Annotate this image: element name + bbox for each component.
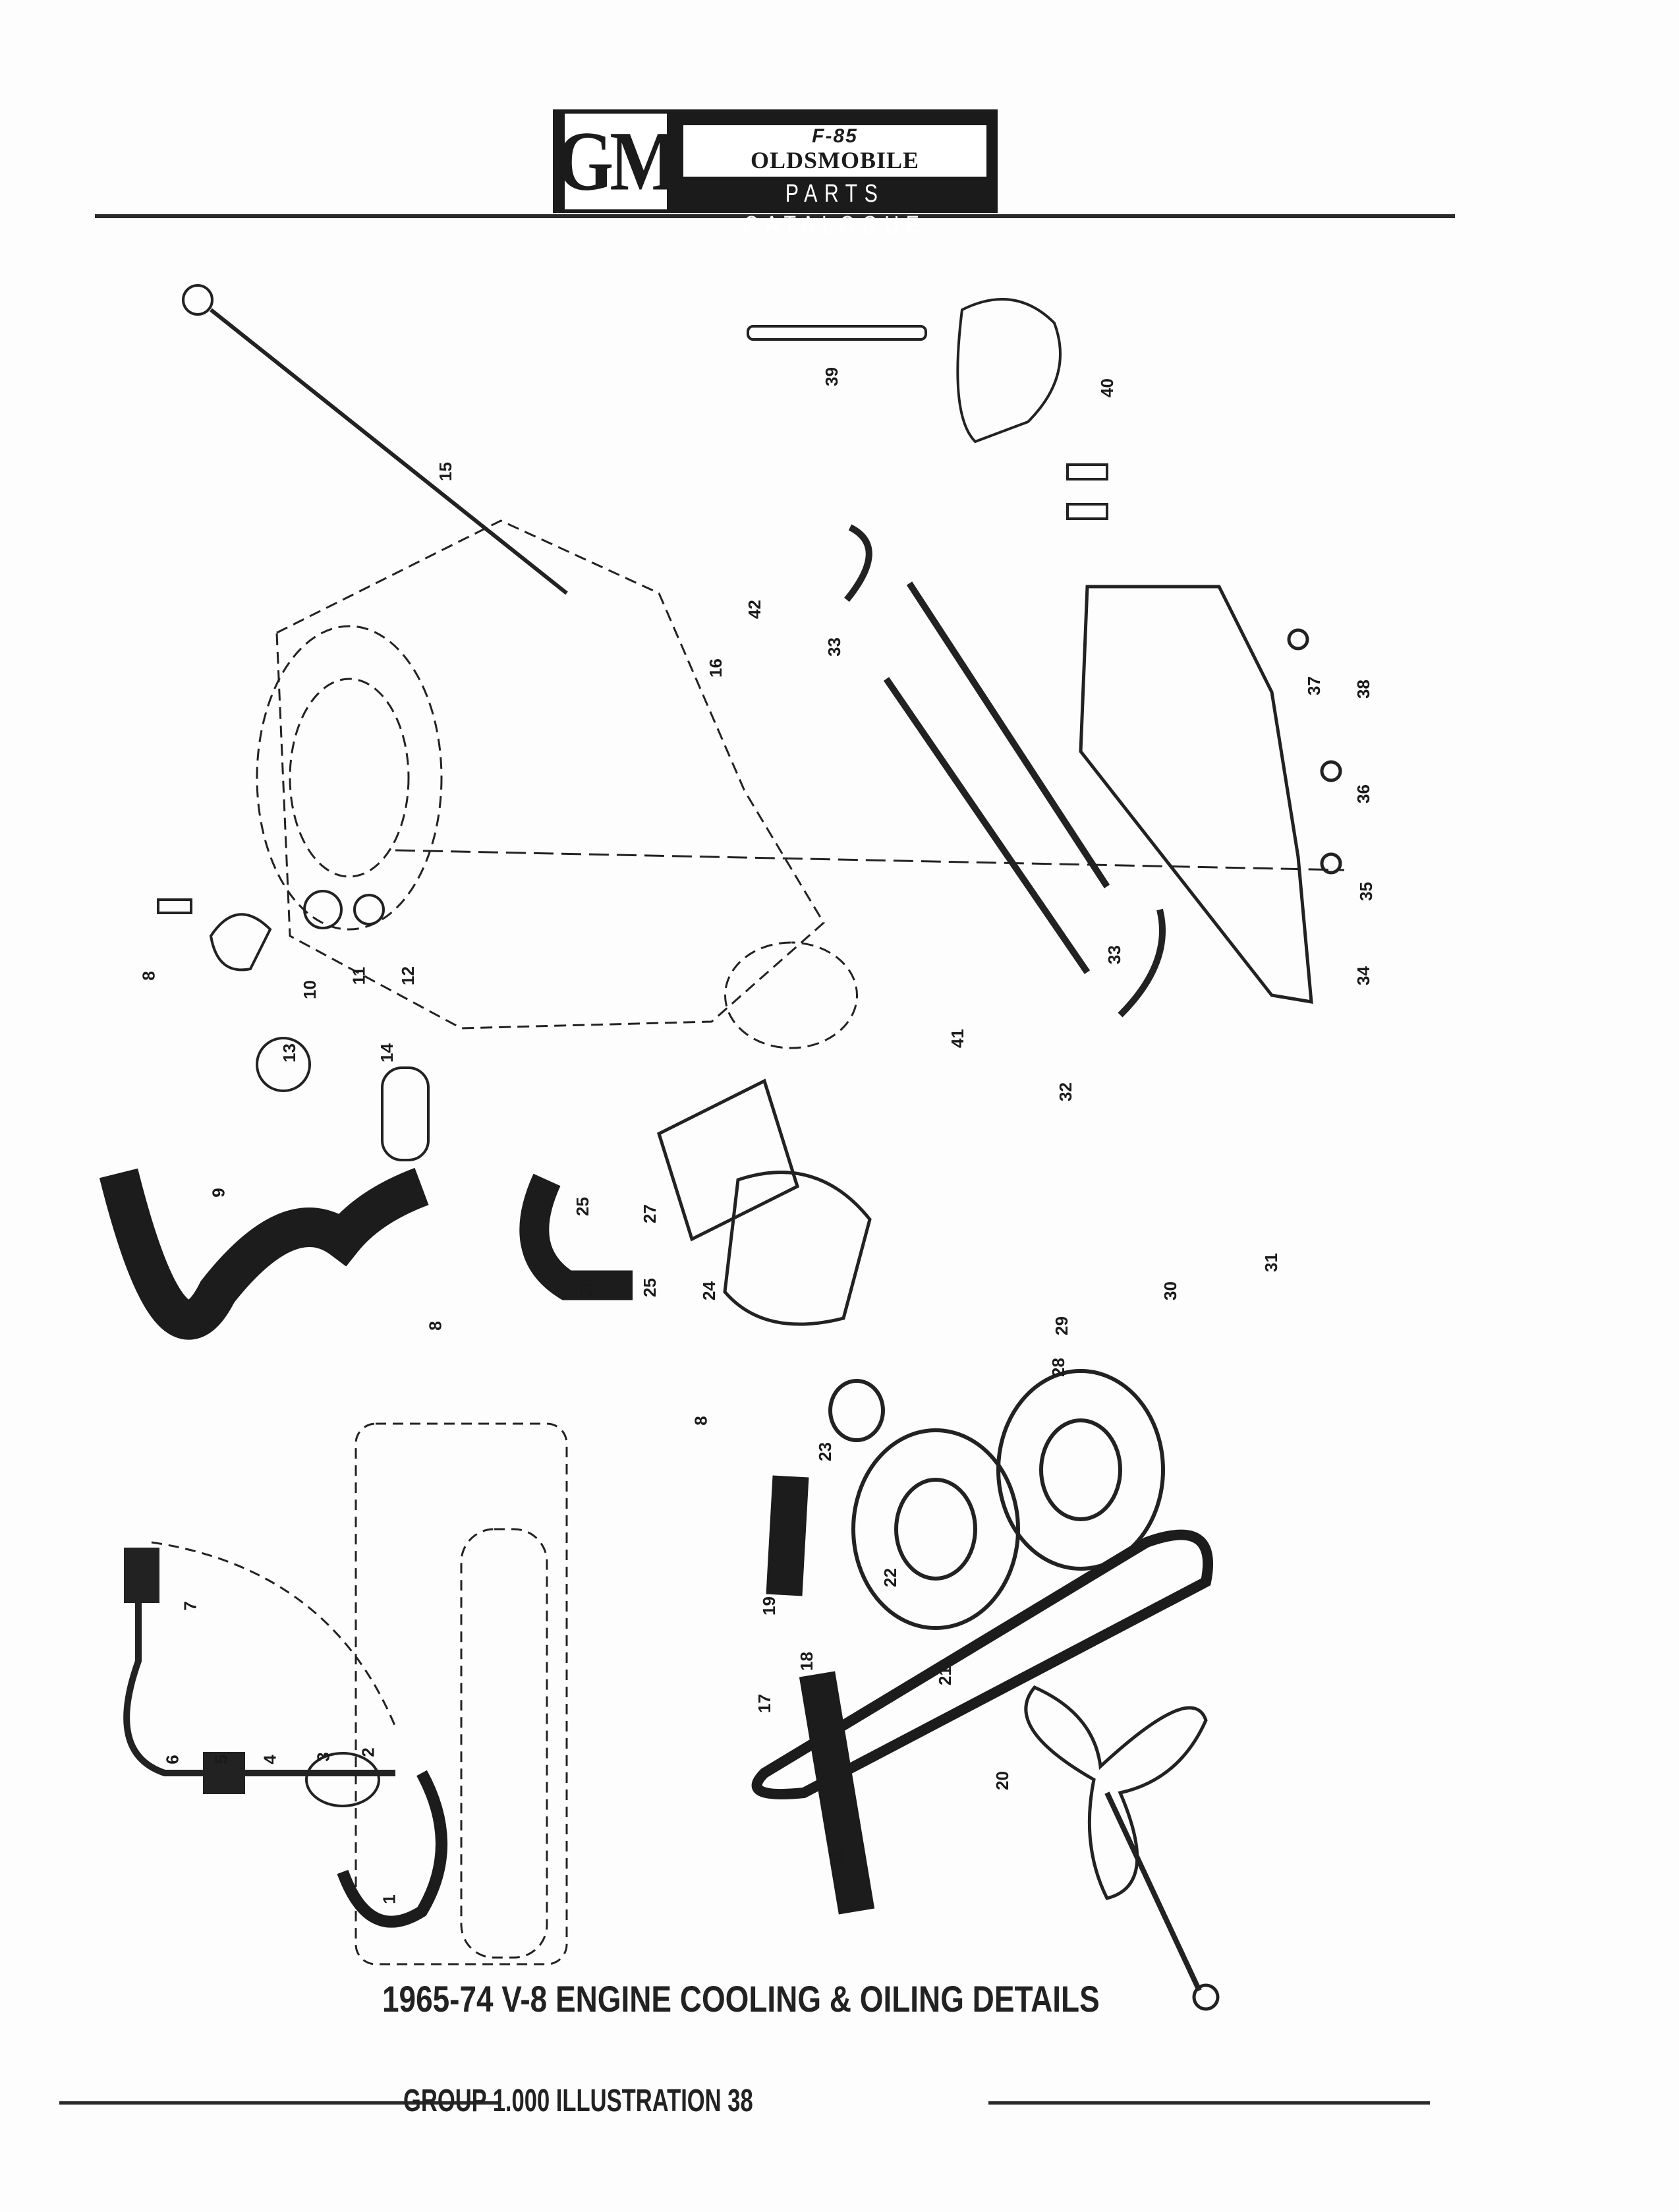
part-callout-number: 42 [744, 600, 764, 619]
part-callout-number: 33 [1104, 945, 1124, 964]
f85-logo: F-85 [812, 125, 858, 147]
catalogue-label: PARTS CATALOGUE [743, 180, 926, 239]
illustration-reference: GROUP 1.000 ILLUSTRATION 38 [403, 2083, 753, 2118]
part-callout-number: 23 [814, 1442, 835, 1461]
part-callout-number: 2 [358, 1747, 378, 1757]
part-callout-number: 34 [1353, 966, 1373, 985]
part-callout-number: 39 [821, 367, 841, 386]
part-callout-number: 36 [1353, 784, 1373, 803]
gm-logo: GM [556, 113, 679, 210]
part-callout-number: 8 [826, 1852, 847, 1862]
part-callout-number: 29 [1051, 1316, 1071, 1335]
part-callout-number: 25 [572, 1197, 592, 1216]
part-callout-number: 4 [260, 1755, 280, 1764]
centerline [395, 849, 1345, 871]
part-callout-number: 25 [639, 1278, 660, 1297]
oil-pan-drawing [1079, 585, 1342, 1004]
footer-rule-left [59, 2101, 501, 2105]
part-callout-number: 24 [698, 1281, 719, 1300]
fan-belt-drawing [751, 1529, 1214, 1799]
part-callout-number: 37 [1303, 676, 1324, 695]
part-callout-number: 30 [1160, 1281, 1180, 1300]
part-callout-number: 22 [880, 1568, 900, 1587]
lower-hose-drawing [766, 1475, 875, 1915]
part-callout-number: 7 [180, 1601, 200, 1611]
part-callout-number: 28 [1048, 1358, 1068, 1377]
fan-drawing [1024, 1685, 1220, 2011]
brand-name: OLDSMOBILE [750, 147, 920, 173]
part-callout-number: 3 [313, 1752, 333, 1762]
part-callout-number: 8 [691, 1416, 711, 1426]
oldsmobile-logo-panel: F-85 OLDSMOBILE [683, 125, 986, 177]
part-callout-number: 38 [1353, 680, 1373, 699]
part-callout-number: 1 [379, 1894, 399, 1904]
part-callout-number: 27 [639, 1204, 660, 1223]
water-pump-drawing [656, 1078, 872, 1326]
part-callout-number: 19 [758, 1596, 779, 1615]
part-callout-number: 10 [299, 980, 320, 999]
part-callout-number: 41 [947, 1029, 967, 1048]
part-callout-number: 26 [575, 1278, 596, 1297]
part-callout-number: 21 [934, 1666, 955, 1685]
dipstick-drawing [182, 284, 568, 595]
part-callout-number: 6 [162, 1755, 183, 1764]
timing-chain-drawing [844, 524, 1166, 1018]
oil-pump-drawing [747, 298, 1108, 520]
part-callout-number: 17 [754, 1694, 774, 1713]
part-callout-number: 8 [138, 971, 159, 981]
part-callout-number: 11 [349, 966, 369, 985]
header-rule [95, 214, 1455, 218]
part-callout-number: 14 [376, 1043, 397, 1062]
part-callout-number: 32 [1055, 1082, 1075, 1101]
header-logo: GM F-85 OLDSMOBILE PARTS CATALOGUE [553, 109, 998, 239]
pulleys-drawing [828, 1369, 1165, 1630]
part-callout-number: 18 [796, 1652, 816, 1671]
part-callout-number: 8 [425, 1321, 445, 1331]
radiator-drawing [151, 1422, 568, 1965]
part-callout-number: 5 [211, 1755, 231, 1764]
upper-radiator-hose-drawing [99, 1167, 429, 1340]
part-callout-number: 16 [705, 658, 726, 678]
thermostat-housing-drawing [157, 890, 430, 1161]
part-callout-number: 31 [1261, 1253, 1281, 1272]
footer-rule-right [988, 2101, 1430, 2105]
engine-block-drawing [256, 519, 858, 1049]
part-callout-number: 15 [435, 462, 455, 481]
part-callout-number: 13 [279, 1043, 299, 1062]
bypass-hose-drawing [519, 1173, 633, 1300]
illustration-title: 1965-74 V-8 ENGINE COOLING & OILING DETA… [382, 1978, 1100, 2020]
part-callout-number: 35 [1355, 882, 1376, 901]
part-callout-number: 12 [397, 966, 418, 985]
part-callout-number: 33 [824, 637, 844, 656]
part-callout-number: 9 [208, 1188, 229, 1198]
heater-hose-drawing [123, 1548, 447, 1928]
part-callout-number: 40 [1096, 378, 1117, 397]
part-callout-number: 20 [992, 1771, 1012, 1790]
